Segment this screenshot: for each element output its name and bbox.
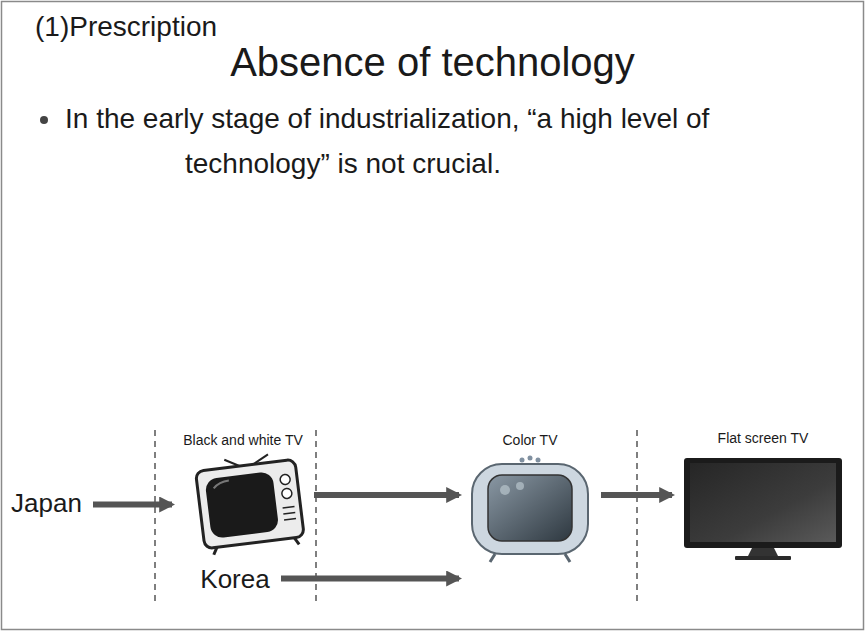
flow-arrow <box>314 492 459 498</box>
country-label-box: Korea <box>195 562 275 599</box>
node-text: Color TV <box>469 432 591 448</box>
flow-arrow <box>281 576 459 582</box>
node-text: Japan <box>10 488 83 519</box>
flow-arrow <box>601 492 672 498</box>
node-text: Black and white TV <box>182 432 304 448</box>
flow-arrow <box>93 502 172 508</box>
node-text: Korea <box>199 564 271 595</box>
tv-stage-box: Color TV <box>465 430 595 595</box>
flat-tv-illustration <box>684 458 842 560</box>
bw-tv-illustration <box>195 451 306 555</box>
color-tv-illustration <box>472 456 588 563</box>
bullet-dot <box>40 116 48 124</box>
tv-stage-box: Black and white TV <box>178 430 308 560</box>
country-label-box: Japan <box>6 486 87 523</box>
node-text: Flat screen TV <box>682 430 844 446</box>
section-heading: (1)Prescription <box>35 10 217 44</box>
tv-stage-box: Flat screen TV <box>678 428 848 560</box>
slide-title: Absence of technology <box>0 40 865 85</box>
divider-lines <box>155 430 637 604</box>
bullet-text: In the early stage of industrialization,… <box>65 97 835 187</box>
